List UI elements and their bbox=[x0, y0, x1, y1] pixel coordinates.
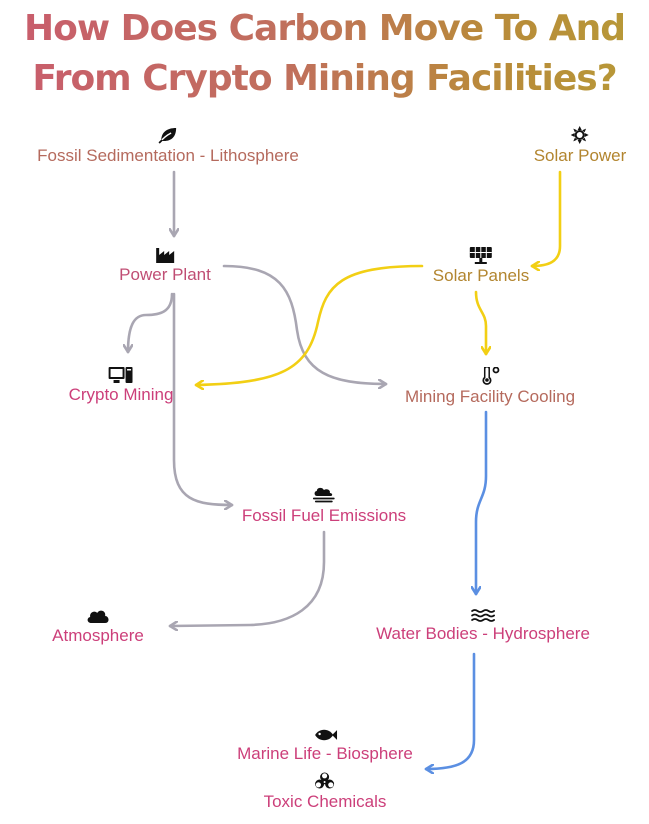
node-label: Solar Power bbox=[533, 146, 627, 165]
arrow-power-plant-to-cooling bbox=[222, 264, 388, 384]
solar-panel-icon bbox=[469, 247, 492, 264]
arrow-panels-to-crypto bbox=[194, 264, 424, 385]
arrow-emissions-to-atmosphere bbox=[168, 530, 326, 626]
page-title: How Does Carbon Move To And From Crypto … bbox=[0, 4, 649, 104]
node-atmosphere: Atmosphere bbox=[52, 608, 144, 646]
arrow-panels-to-cooling bbox=[474, 290, 486, 356]
fish-icon bbox=[314, 729, 337, 741]
node-label: Water Bodies - Hydrosphere bbox=[376, 624, 590, 643]
node-label: Toxic Chemicals bbox=[263, 792, 387, 811]
smog-icon bbox=[313, 487, 335, 503]
sun-icon bbox=[570, 126, 589, 144]
node-toxic-chemicals: Toxic Chemicals bbox=[263, 772, 387, 812]
cloud-icon bbox=[87, 610, 109, 623]
title-line-1: How Does Carbon Move To And bbox=[0, 4, 649, 54]
leaf-icon bbox=[158, 128, 176, 144]
arrow-solar-power-to-panels bbox=[530, 170, 562, 266]
node-solar-power: Solar Power bbox=[533, 126, 627, 166]
arrow-water-to-marine bbox=[424, 652, 476, 769]
node-fossil-fuel-emissions: Fossil Fuel Emissions bbox=[242, 487, 406, 526]
node-water-bodies: Water Bodies - Hydrosphere bbox=[376, 608, 590, 644]
title-line-2: From Crypto Mining Facilities? bbox=[0, 54, 649, 104]
temperature-icon bbox=[482, 367, 500, 385]
node-label: Solar Panels bbox=[432, 266, 530, 285]
factory-icon bbox=[155, 248, 174, 263]
node-label: Crypto Mining bbox=[68, 385, 174, 404]
node-mining-facility-cooling: Mining Facility Cooling bbox=[405, 367, 575, 407]
node-label: Fossil Sedimentation - Lithosphere bbox=[37, 146, 299, 165]
node-label: Marine Life - Biosphere bbox=[237, 744, 413, 763]
node-label: Mining Facility Cooling bbox=[404, 387, 576, 406]
node-crypto-mining: Crypto Mining bbox=[68, 367, 174, 405]
node-label: Atmosphere bbox=[52, 626, 144, 645]
node-fossil-sedimentation: Fossil Sedimentation - Lithosphere bbox=[37, 126, 299, 166]
node-marine-life: Marine Life - Biosphere bbox=[237, 728, 413, 764]
node-label: Fossil Fuel Emissions bbox=[241, 506, 407, 525]
water-icon bbox=[471, 609, 495, 622]
arrow-power-plant-to-crypto bbox=[128, 292, 174, 354]
node-power-plant: Power Plant bbox=[119, 247, 211, 285]
arrow-cooling-to-water bbox=[476, 410, 488, 596]
arrow-power-plant-to-emissions bbox=[172, 292, 234, 505]
node-label: Power Plant bbox=[119, 265, 211, 284]
biohazard-icon bbox=[315, 772, 335, 789]
computer-icon bbox=[109, 367, 133, 383]
node-solar-panels: Solar Panels bbox=[433, 247, 529, 286]
